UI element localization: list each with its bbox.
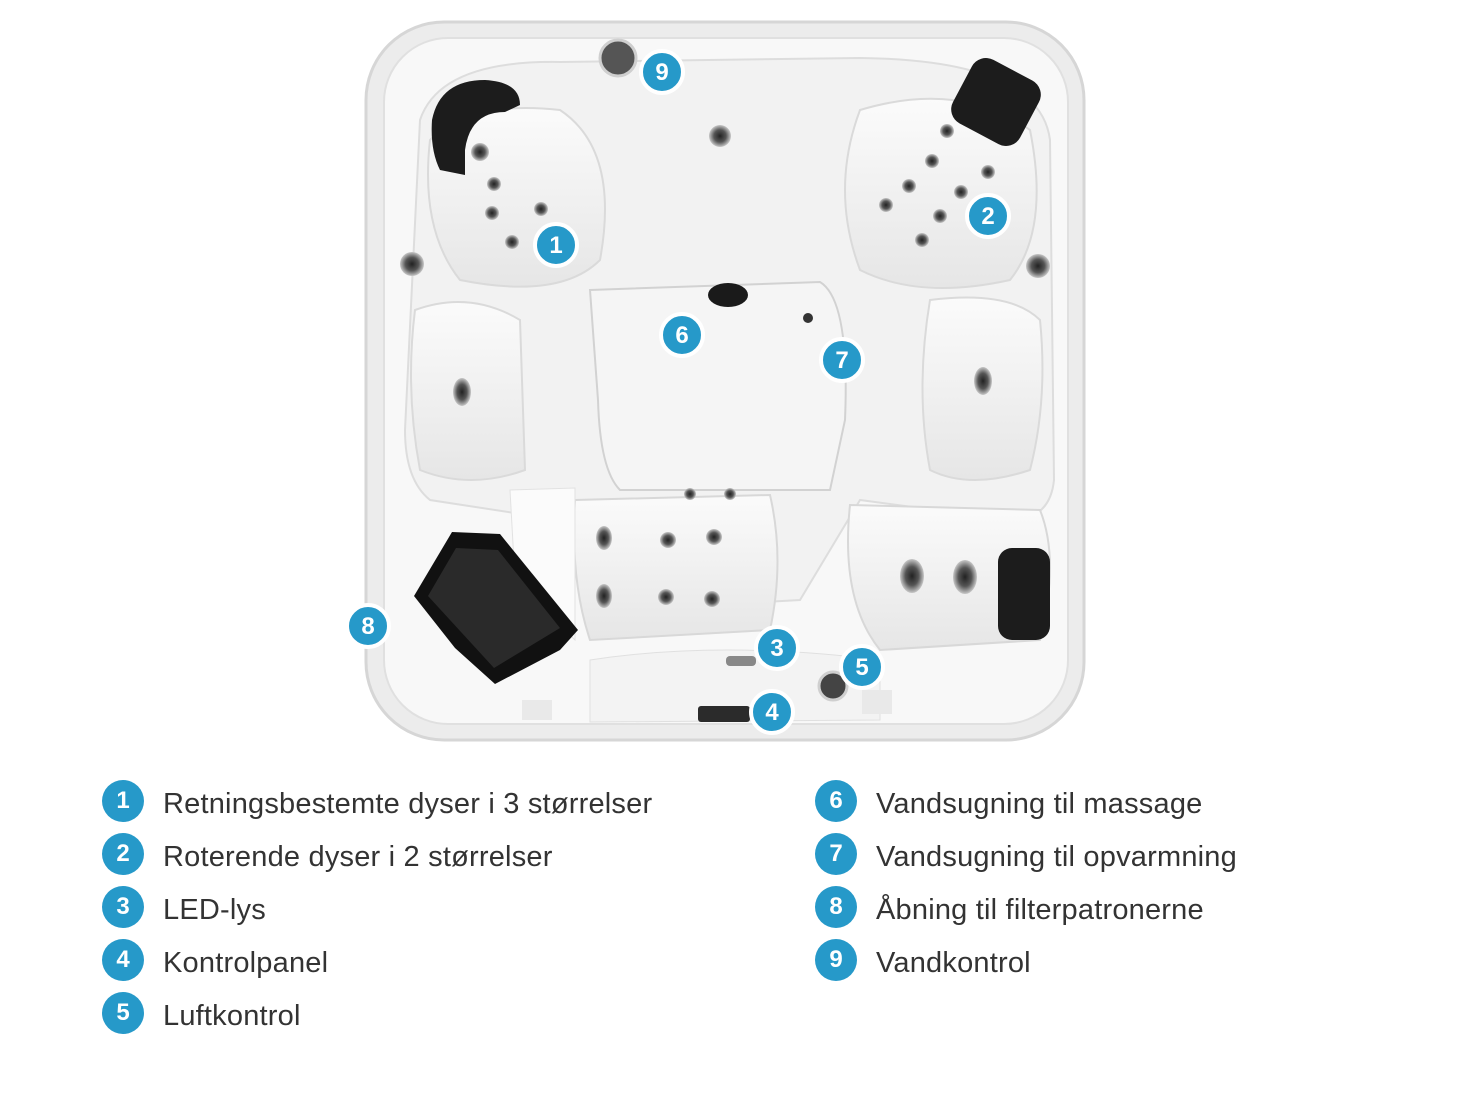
legend-item-8: 8 Åbning til filterpatronerne xyxy=(815,884,1237,937)
marker-5: 5 xyxy=(839,644,885,690)
legend-badge: 2 xyxy=(102,832,144,875)
air-control-knob xyxy=(817,670,849,702)
legend-item-1: 1 Retningsbestemte dyser i 3 størrelser xyxy=(102,778,652,831)
legend-badge: 3 xyxy=(102,885,144,928)
marker-4: 4 xyxy=(749,689,795,735)
legend-label: Vandsugning til opvarmning xyxy=(876,841,1237,873)
seat-bottom-center xyxy=(573,493,779,642)
footwell xyxy=(588,280,847,491)
legend-item-9: 9 Vandkontrol xyxy=(815,937,1237,990)
legend-item-6: 6 Vandsugning til massage xyxy=(815,778,1237,831)
control-panel xyxy=(698,706,750,722)
suction-massage xyxy=(708,283,748,307)
marker-8: 8 xyxy=(345,603,391,649)
legend-label: Luftkontrol xyxy=(163,1000,301,1032)
legend-badge: 7 xyxy=(815,832,857,875)
legend-item-2: 2 Roterende dyser i 2 størrelser xyxy=(102,831,652,884)
filter-lid-inner xyxy=(428,548,560,668)
svg-text:5: 5 xyxy=(855,654,868,681)
water-control-knob xyxy=(598,38,638,78)
marker-7: 7 xyxy=(819,337,865,383)
marker-1: 1 xyxy=(533,222,579,268)
legend-label: Roterende dyser i 2 størrelser xyxy=(163,841,553,873)
warning-label-right xyxy=(862,690,892,714)
svg-text:9: 9 xyxy=(655,59,668,86)
headrest-top-left xyxy=(431,80,520,175)
headrest-bottom-right xyxy=(998,548,1050,640)
svg-text:2: 2 xyxy=(981,203,994,230)
svg-text:7: 7 xyxy=(835,347,848,374)
marker-3: 3 xyxy=(754,625,800,671)
step-bottom-left xyxy=(509,487,576,642)
legend-item-7: 7 Vandsugning til opvarmning xyxy=(815,831,1237,884)
legend-badge: 6 xyxy=(815,779,857,822)
svg-text:6: 6 xyxy=(675,322,688,349)
jets xyxy=(400,124,1050,608)
suction-heating xyxy=(803,313,813,323)
led-light xyxy=(726,656,756,666)
marker-2: 2 xyxy=(965,193,1011,239)
legend-badge: 5 xyxy=(102,991,144,1034)
legend-label: Kontrolpanel xyxy=(163,947,329,979)
hot-tub-diagram: 1 2 3 4 5 6 7 8 9 xyxy=(345,20,1086,742)
svg-text:8: 8 xyxy=(361,613,374,640)
legend-badge: 8 xyxy=(815,885,857,928)
legend-label: LED-lys xyxy=(163,894,266,926)
legend-left-column: 1 Retningsbestemte dyser i 3 størrelser … xyxy=(102,778,652,1043)
legend-label: Vandkontrol xyxy=(876,947,1031,979)
legend-badge: 9 xyxy=(815,938,857,981)
legend-label: Åbning til filterpatronerne xyxy=(876,894,1204,926)
headrest-top-right xyxy=(951,58,1041,146)
legend-item-5: 5 Luftkontrol xyxy=(102,990,652,1043)
svg-text:1: 1 xyxy=(549,232,562,259)
marker-9: 9 xyxy=(639,49,685,95)
marker-6: 6 xyxy=(659,312,705,358)
legend-right-column: 6 Vandsugning til massage 7 Vandsugning … xyxy=(815,778,1237,990)
svg-text:4: 4 xyxy=(765,699,779,726)
legend-label: Vandsugning til massage xyxy=(876,788,1203,820)
legend-label: Retningsbestemte dyser i 3 størrelser xyxy=(163,788,653,820)
legend-badge: 4 xyxy=(102,938,144,981)
legend-badge: 1 xyxy=(102,779,144,822)
warning-label-left xyxy=(522,700,552,720)
legend-item-4: 4 Kontrolpanel xyxy=(102,937,652,990)
legend-item-3: 3 LED-lys xyxy=(102,884,652,937)
svg-text:3: 3 xyxy=(770,635,783,662)
